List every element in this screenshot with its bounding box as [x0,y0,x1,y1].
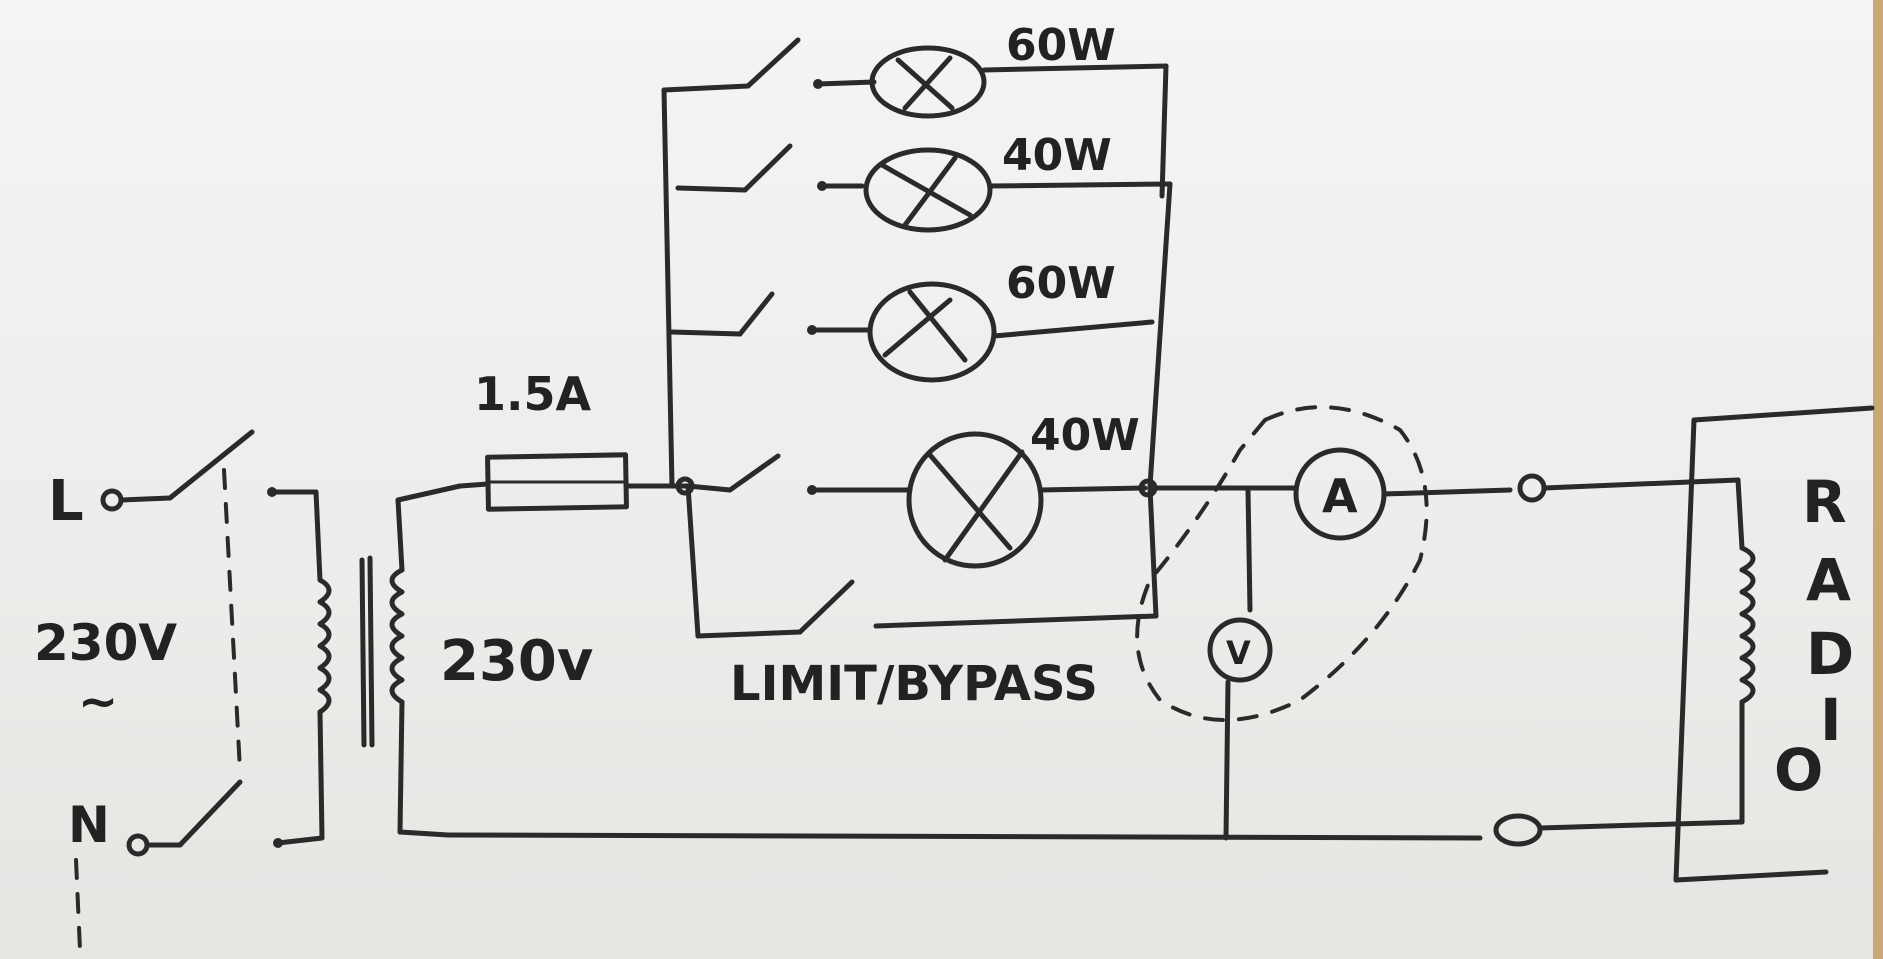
switch-1 [745,37,801,89]
live-terminal [100,488,124,512]
radio-coil [1739,545,1756,705]
primary-winding [317,577,332,715]
switch-2 [742,143,793,193]
secondary-winding [389,567,405,705]
lamp-3 [867,281,997,383]
live-switch-blade [167,429,255,501]
supply-voltage-label: 230V [34,614,177,672]
lamp-2 [863,147,993,233]
radio-letter: R [1802,468,1847,536]
radio-letter: I [1820,686,1842,754]
supply-ac-symbol: ~ [78,674,118,730]
mains-input [74,429,325,952]
lamp-4-label: 40W [1030,410,1140,461]
radio-label: R A D I O [1774,468,1854,804]
lamp-2-label: 40W [1002,130,1112,181]
lamp-3-label: 60W [1006,258,1116,309]
voltmeter [1207,617,1273,683]
radio-letter: A [1806,546,1851,614]
lamp-1-label: 60W [1006,20,1116,71]
voltmeter-label: V [1226,634,1251,672]
lamp-bank [661,37,1173,639]
radio-terminal-bottom [1493,813,1543,847]
fuse-rating-label: 1.5A [474,367,591,421]
lamp-4 [906,431,1044,569]
limit-bypass-label: LIMIT/BYPASS [730,656,1098,712]
isolation-transformer [313,483,463,841]
neutral-switch-blade [177,779,243,848]
radio-box-side [1673,417,1697,883]
switch-4 [727,453,781,493]
radio-box-bottom [1673,869,1829,883]
meter-dashed-enclosure [1135,405,1429,722]
meters [1135,405,1741,841]
neutral-terminal [126,833,150,857]
bypass-switch [797,579,855,635]
fuse [457,452,691,512]
neutral-label: N [68,796,110,854]
return-line [445,813,1745,847]
transformer-core [359,557,367,748]
whiteboard-frame [1873,0,1883,959]
radio-load [1673,405,1875,883]
radio-box-top [1691,405,1875,423]
radio-letter: O [1774,736,1823,804]
radio-letter: D [1806,620,1854,688]
secondary-voltage-label: 230v [440,629,593,694]
radio-terminal-top [1517,473,1547,503]
switch-3 [737,291,775,337]
lamp-1 [869,45,987,119]
ammeter-label: A [1322,469,1358,523]
switch-gang-link [222,468,242,772]
live-label: L [48,469,84,534]
